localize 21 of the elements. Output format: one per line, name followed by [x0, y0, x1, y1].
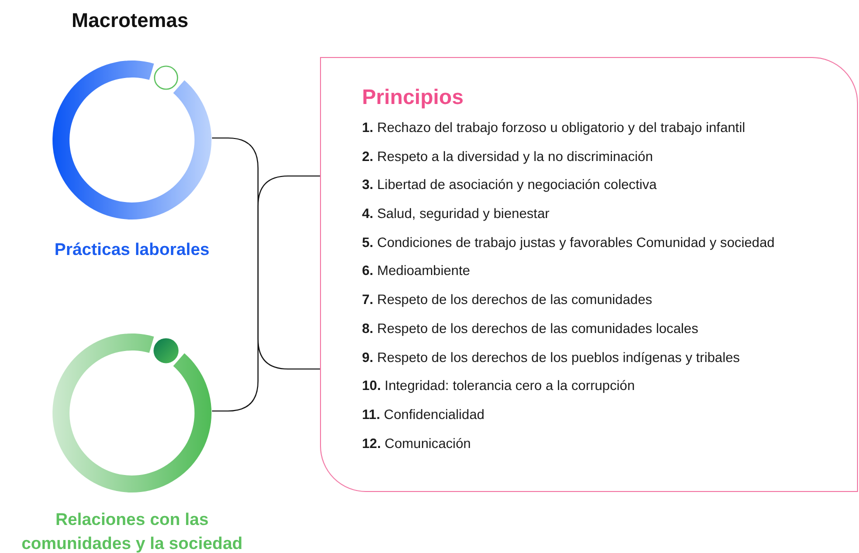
list-item: 7. Respeto de los derechos de las comunidades — [362, 292, 654, 308]
list-item: 2. Respeto a la diversidad y la no discriminación — [362, 148, 654, 165]
list-item: 6. Medioambiente — [362, 263, 472, 280]
list-item: 9. Respeto de los derechos de los pueblos indígenas y tribales — [362, 350, 741, 366]
list-item: 5. Condiciones de trabajo justas y favorables Comunidad y sociedad — [362, 234, 776, 251]
caption-text: Relaciones con las comunidades y la sociedad — [20, 509, 244, 553]
list-item: 8. Respeto de los derechos de las comunidades locales — [362, 320, 700, 337]
connector-line — [212, 137, 320, 370]
list-item: 3. Libertad de asociación y negociación colectiva — [362, 177, 658, 194]
list-item: 1. Rechazo del trabajo forzoso u obligatorio y del trabajo infantil — [362, 120, 746, 136]
ring-drawing — [52, 60, 212, 220]
caption-text: Prácticas laborales — [54, 239, 210, 261]
connector-line — [212, 175, 320, 412]
list-item: 4. Salud, seguridad y bienestar — [362, 206, 550, 222]
ring-drawing — [52, 333, 212, 493]
principles-panel — [320, 57, 858, 492]
list-item: 12. Comunicación — [362, 436, 472, 452]
list-item: 11. Confidencialidad — [362, 406, 486, 423]
panel-heading: Principios — [362, 85, 465, 111]
list-item: 10. Integridad: tolerancia cero a la corrupción — [362, 378, 636, 394]
diagram-title: Macrotemas — [70, 10, 190, 33]
